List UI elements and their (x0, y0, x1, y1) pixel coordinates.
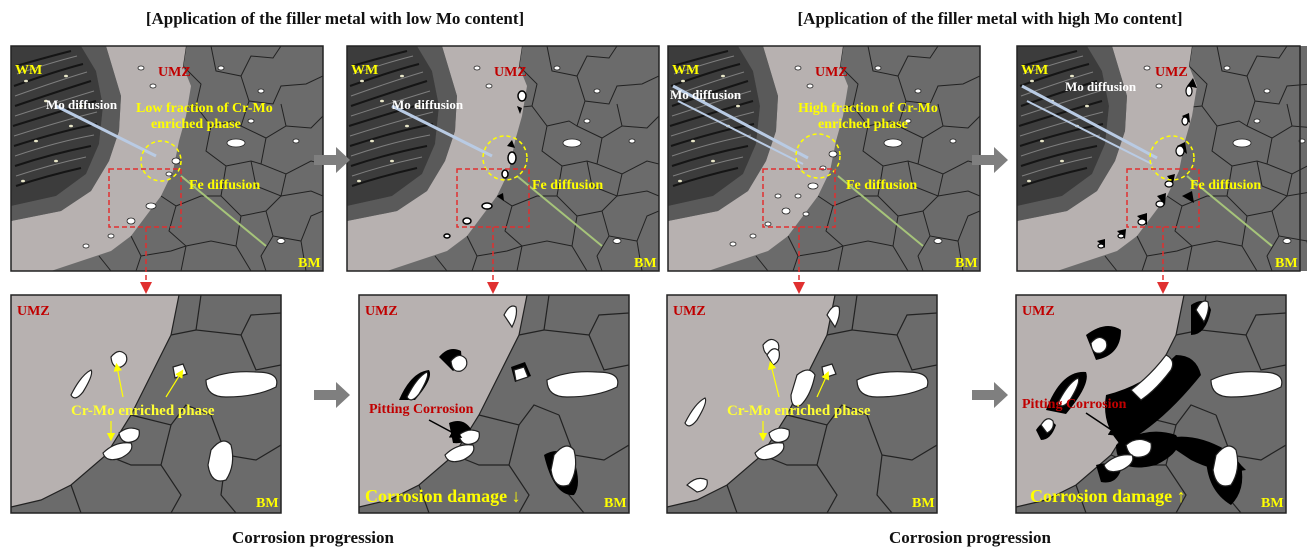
mo-diffusion-label: Mo diffusion (670, 87, 742, 102)
progress-arrow-bottom-2 (972, 382, 1008, 408)
fe-diffusion-label: Fe diffusion (1190, 178, 1261, 193)
wm-label: WM (15, 63, 42, 78)
note-line2: enriched phase (151, 117, 241, 132)
corrosion-damage-label: Corrosion damage ↑ (1030, 486, 1186, 506)
bm-label: BM (955, 256, 978, 271)
progress-arrow-top-2 (972, 147, 1008, 173)
bottom-panel-4: Pitting Corrosion Corrosion damage ↑ UMZ… (1015, 294, 1287, 514)
cr-mo-phase-label: Cr-Mo enriched phase (727, 403, 871, 419)
umz-label: UMZ (365, 304, 398, 319)
bm-label: BM (912, 496, 935, 511)
wm-label: WM (672, 63, 699, 78)
bm-label: BM (604, 496, 627, 511)
top-panel-1: WM UMZ Mo diffusion Low fraction of Cr-M… (10, 45, 324, 272)
umz-label: UMZ (494, 65, 527, 80)
note-line1: Low fraction of Cr-Mo (136, 101, 273, 116)
fe-diffusion-label: Fe diffusion (532, 178, 603, 193)
bm-label: BM (256, 496, 279, 511)
top-panel-3: WM UMZ Mo diffusion High fraction of Cr-… (667, 45, 981, 272)
pitting-corrosion-label: Pitting Corrosion (369, 402, 474, 417)
bottom-panel-2: Pitting Corrosion Corrosion damage ↓ UMZ… (358, 294, 630, 514)
mo-diffusion-label: Mo diffusion (392, 97, 464, 112)
footer-low-mo: Corrosion progression (232, 528, 395, 547)
bm-label: BM (298, 256, 321, 271)
bm-label: BM (634, 256, 657, 271)
bm-label: BM (1275, 256, 1298, 271)
top-panel-2: WM UMZ Mo diffusion Fe diffusion BM (346, 45, 660, 272)
umz-label: UMZ (158, 65, 191, 80)
umz-label: UMZ (673, 304, 706, 319)
wm-label: WM (351, 63, 378, 78)
footer-high-mo: Corrosion progression (889, 528, 1052, 547)
progress-arrow-top-1 (314, 147, 350, 173)
bm-label: BM (1261, 496, 1284, 511)
bottom-panel-1: Cr-Mo enriched phase UMZ BM (10, 294, 282, 514)
corrosion-damage-label: Corrosion damage ↓ (365, 486, 521, 506)
top-panel-4: WM UMZ Mo diffusion Fe diffusion BM (1016, 45, 1307, 272)
note-line1: High fraction of Cr-Mo (798, 101, 938, 116)
header-high-mo: [Application of the filler metal with hi… (798, 9, 1183, 28)
mo-diffusion-label: Mo diffusion (46, 97, 118, 112)
note-line2: enriched phase (818, 117, 908, 132)
progress-arrow-bottom-1 (314, 382, 350, 408)
header-low-mo: [Application of the filler metal with lo… (146, 9, 524, 28)
umz-label: UMZ (17, 304, 50, 319)
umz-label: UMZ (1155, 65, 1188, 80)
pitting-corrosion-label: Pitting Corrosion (1022, 397, 1127, 412)
fe-diffusion-label: Fe diffusion (846, 178, 917, 193)
wm-label: WM (1021, 63, 1048, 78)
cr-mo-phase-label: Cr-Mo enriched phase (71, 403, 215, 419)
mo-diffusion-label: Mo diffusion (1065, 79, 1137, 94)
bottom-panel-3: Cr-Mo enriched phase UMZ BM (666, 294, 938, 514)
umz-label: UMZ (1022, 304, 1055, 319)
umz-label: UMZ (815, 65, 848, 80)
fe-diffusion-label: Fe diffusion (189, 178, 260, 193)
